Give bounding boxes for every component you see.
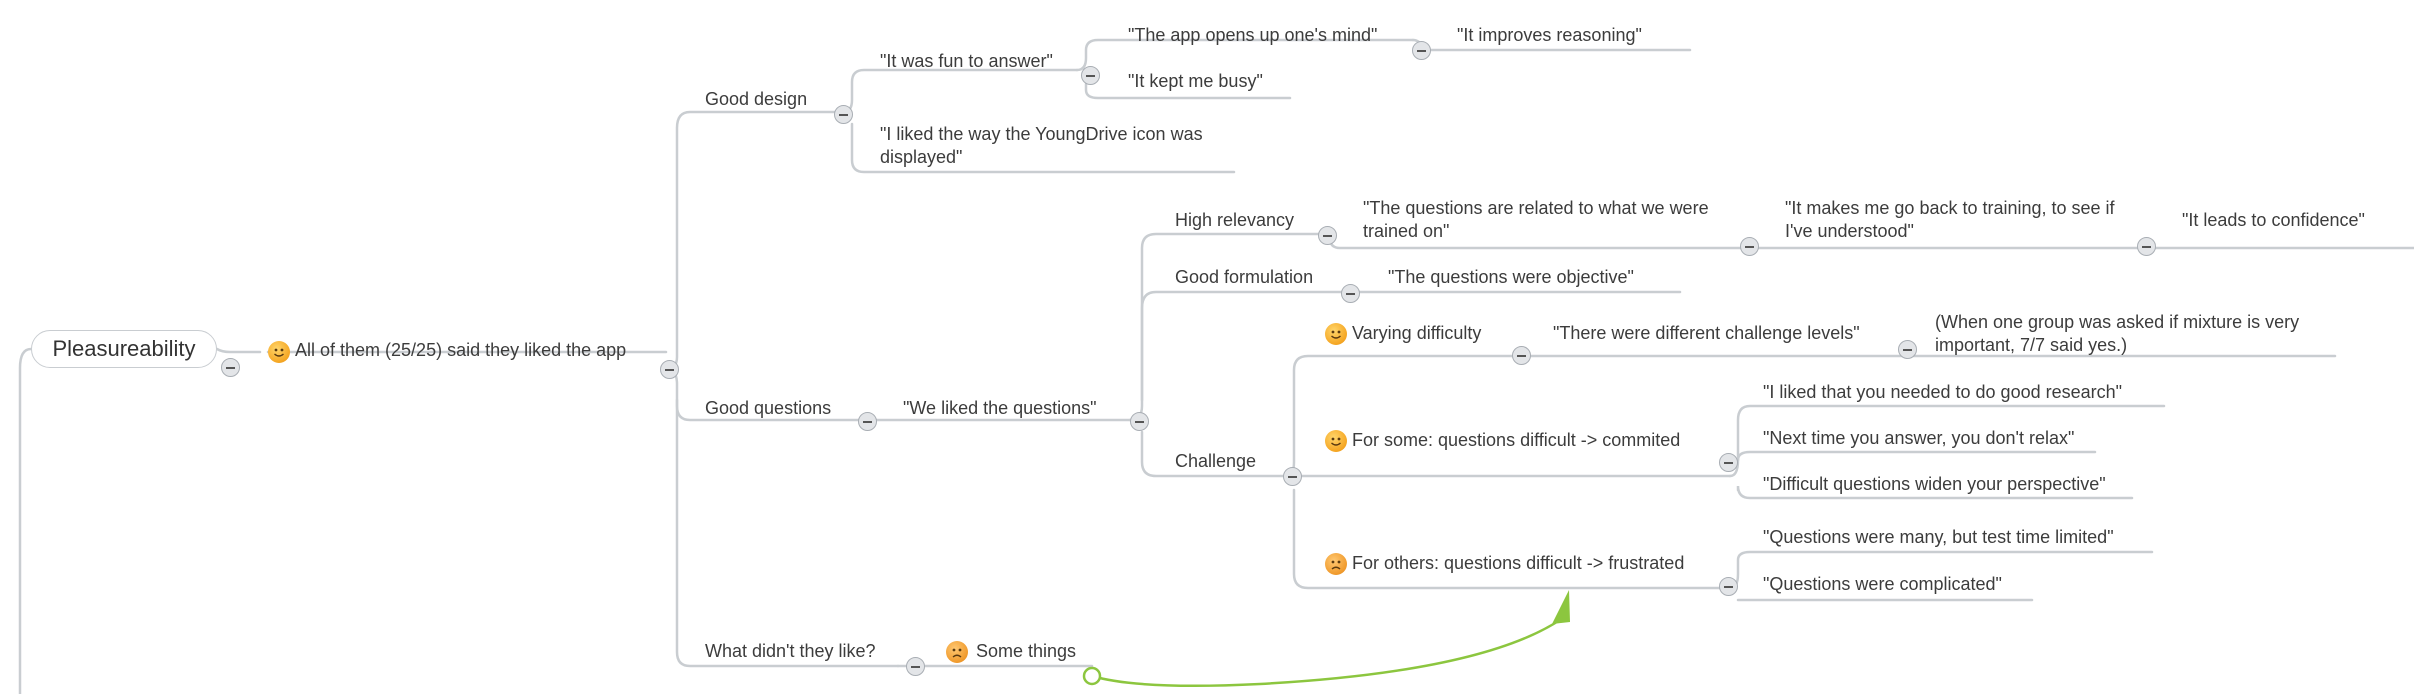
- quote-opens-mind[interactable]: "The app opens up one's mind": [1128, 25, 1378, 45]
- collapse-toggle-fun[interactable]: [1081, 66, 1100, 85]
- quote-improves-reasoning[interactable]: "It improves reasoning": [1457, 25, 1642, 45]
- collapse-toggle-high-relevancy[interactable]: [1318, 226, 1337, 245]
- quote-good-research[interactable]: "I liked that you needed to do good rese…: [1763, 382, 2123, 402]
- collapse-toggle-summary[interactable]: [660, 360, 679, 379]
- smiley-sad-icon: [946, 641, 968, 663]
- topic-some-things[interactable]: Some things: [976, 641, 1077, 661]
- summary-topic[interactable]: All of them (25/25) said they liked the …: [295, 340, 627, 360]
- topic-good-formulation[interactable]: Good formulation: [1175, 267, 1314, 287]
- topic-good-design[interactable]: Good design: [705, 89, 808, 109]
- collapse-toggle-for-some[interactable]: [1719, 453, 1738, 472]
- root-topic-pleasureability[interactable]: Pleasureability: [31, 330, 217, 368]
- quote-complicated[interactable]: "Questions were complicated": [1763, 574, 2002, 594]
- smiley-sad-icon: [1325, 553, 1347, 575]
- quote-questions-objective[interactable]: "The questions were objective": [1388, 267, 1634, 287]
- quote-widen-perspective[interactable]: "Difficult questions widen your perspect…: [1763, 474, 2106, 494]
- quote-leads-to-confidence[interactable]: "It leads to confidence": [2182, 210, 2365, 230]
- smiley-happy-icon: [1325, 430, 1347, 452]
- quote-challenge-levels[interactable]: "There were different challenge levels": [1553, 323, 1860, 343]
- collapse-toggle-good-formulation[interactable]: [1341, 284, 1360, 303]
- topic-good-questions[interactable]: Good questions: [705, 398, 832, 418]
- collapse-toggle-good-questions[interactable]: [858, 412, 877, 431]
- quote-dont-relax[interactable]: "Next time you answer, you don't relax": [1763, 428, 2075, 448]
- topic-varying-difficulty[interactable]: Varying difficulty: [1352, 323, 1482, 343]
- topic-high-relevancy[interactable]: High relevancy: [1175, 210, 1295, 230]
- collapse-toggle-challenge[interactable]: [1283, 467, 1302, 486]
- note-mixture-important[interactable]: (When one group was asked if mixture is …: [1935, 312, 2300, 355]
- topic-challenge[interactable]: Challenge: [1175, 451, 1257, 471]
- smiley-happy-icon: [268, 341, 290, 363]
- smiley-happy-icon: [1325, 323, 1347, 345]
- quote-icon-displayed[interactable]: "I liked the way the YoungDrive icon was…: [880, 124, 1203, 167]
- collapse-toggle-pleasureability[interactable]: [221, 358, 240, 377]
- quote-kept-busy[interactable]: "It kept me busy": [1128, 71, 1263, 91]
- topic-for-others-frustrated[interactable]: For others: questions difficult -> frust…: [1352, 553, 1685, 573]
- collapse-toggle-didnt-like[interactable]: [906, 657, 925, 676]
- quote-liked-questions[interactable]: "We liked the questions": [903, 398, 1097, 418]
- topic-didnt-like[interactable]: What didn't they like?: [705, 641, 876, 661]
- quote-fun-to-answer[interactable]: "It was fun to answer": [880, 51, 1053, 71]
- quote-many-questions[interactable]: "Questions were many, but test time limi…: [1763, 527, 2114, 547]
- collapse-toggle-opens-mind[interactable]: [1412, 41, 1431, 60]
- root-topic-label: Pleasureability: [52, 336, 196, 361]
- collapse-toggle-challenge-levels[interactable]: [1898, 340, 1917, 359]
- collapse-toggle-related[interactable]: [1740, 237, 1759, 256]
- collapse-toggle-varying-difficulty[interactable]: [1512, 346, 1531, 365]
- collapse-toggle-liked-questions[interactable]: [1130, 412, 1149, 431]
- collapse-toggle-good-design[interactable]: [834, 105, 853, 124]
- quote-back-to-training[interactable]: "It makes me go back to training, to see…: [1785, 198, 2115, 241]
- topic-for-some-commited[interactable]: For some: questions difficult -> commite…: [1352, 430, 1681, 450]
- quote-related-to-training[interactable]: "The questions are related to what we we…: [1363, 198, 1709, 241]
- collapse-toggle-for-others[interactable]: [1719, 577, 1738, 596]
- collapse-toggle-back-to-training[interactable]: [2137, 237, 2156, 256]
